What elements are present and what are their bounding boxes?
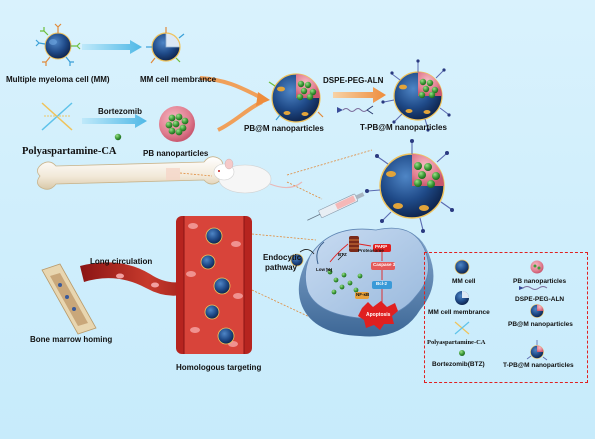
legend-pb-nanoparticles: PB nanoparticles (513, 278, 567, 285)
legend-dspe-peg-aln: DSPE-PEG-ALN (515, 296, 565, 303)
legend-box (424, 252, 588, 383)
legend-mm-membrane: MM cell membrance (428, 309, 490, 316)
arrow-membrane-merge (199, 76, 263, 100)
legend-polyaspartamine: Polyaspartamine-CA (427, 339, 486, 346)
label-mm-cell: Multiple myeloma cell (MM) (6, 75, 110, 84)
label-pathway: pathway (265, 263, 298, 272)
zoom-line-vessel-top (251, 233, 317, 241)
zoom-line-mouse-bottom (286, 181, 323, 200)
label-pbm-nanoparticles: PB@M nanoparticles (244, 124, 324, 133)
dspe-peg-aln-illustration (337, 105, 374, 115)
mm-cell-illustration (35, 23, 81, 66)
label-tpbm-nanoparticles: T-PB@M nanoparticles (360, 123, 447, 132)
legend-icons (454, 259, 548, 361)
label-mm-membrane: MM cell membrance (140, 75, 217, 84)
label-pb-nanoparticles: PB nanoparticles (143, 149, 209, 158)
blood-vessel-column (176, 216, 252, 354)
label-bcl2: Bcl-2 (376, 281, 388, 286)
zoom-line-mouse-top (286, 149, 373, 176)
cancer-cell-illustration (290, 227, 434, 337)
tpbm-nanoparticle-illustration (381, 59, 451, 132)
label-apoptosis: Apoptosis (366, 312, 391, 318)
label-endocytic: Endocytic (263, 253, 302, 262)
label-dspe-peg-aln: DSPE-PEG-ALN (323, 76, 384, 85)
label-long-circulation: Long circulation (90, 257, 153, 266)
label-nfkb: NF-κB (356, 292, 370, 297)
pbm-nanoparticle-illustration (268, 73, 324, 123)
label-polyaspartamine: Polyaspartamine-CA (22, 146, 117, 157)
label-caspase3: Caspase 3 (373, 262, 396, 267)
zoom-line-vessel-bottom (251, 289, 317, 321)
bortezomib-dot (114, 133, 122, 141)
label-btz: BTZ (338, 252, 347, 257)
arrow-mm-to-membrane (82, 40, 142, 54)
syringe-illustration (307, 192, 365, 221)
label-bone-marrow-homing: Bone marrow homing (30, 335, 113, 344)
mouse-illustration (213, 158, 303, 194)
label-bortezomib: Bortezomib (98, 107, 142, 116)
zoom-line-bone (179, 172, 213, 177)
pb-nanoparticle-illustration (159, 106, 195, 142)
label-low-ph: Low pH (316, 267, 333, 272)
polyaspartamine-illustration (41, 102, 73, 131)
arrow-polymer-to-pb (82, 114, 147, 128)
bone-illustration (37, 156, 223, 190)
legend-pbm-nanoparticles: PB@M nanoparticles (508, 321, 573, 328)
mm-membrane-illustration (146, 27, 185, 64)
legend-tpbm-nanoparticles: T-PB@M nanoparticles (503, 362, 574, 369)
label-proteasome: Proteasome (358, 248, 384, 253)
legend-bortezomib-btz: Bortezomib(BTZ) (432, 361, 485, 368)
arrow-dspe (333, 87, 386, 103)
legend-mm-cell: MM cell (452, 278, 476, 285)
tpbm-large-illustration (365, 139, 454, 233)
label-parp: PARP (375, 244, 388, 249)
label-homologous-targeting: Homologous targeting (176, 363, 262, 372)
